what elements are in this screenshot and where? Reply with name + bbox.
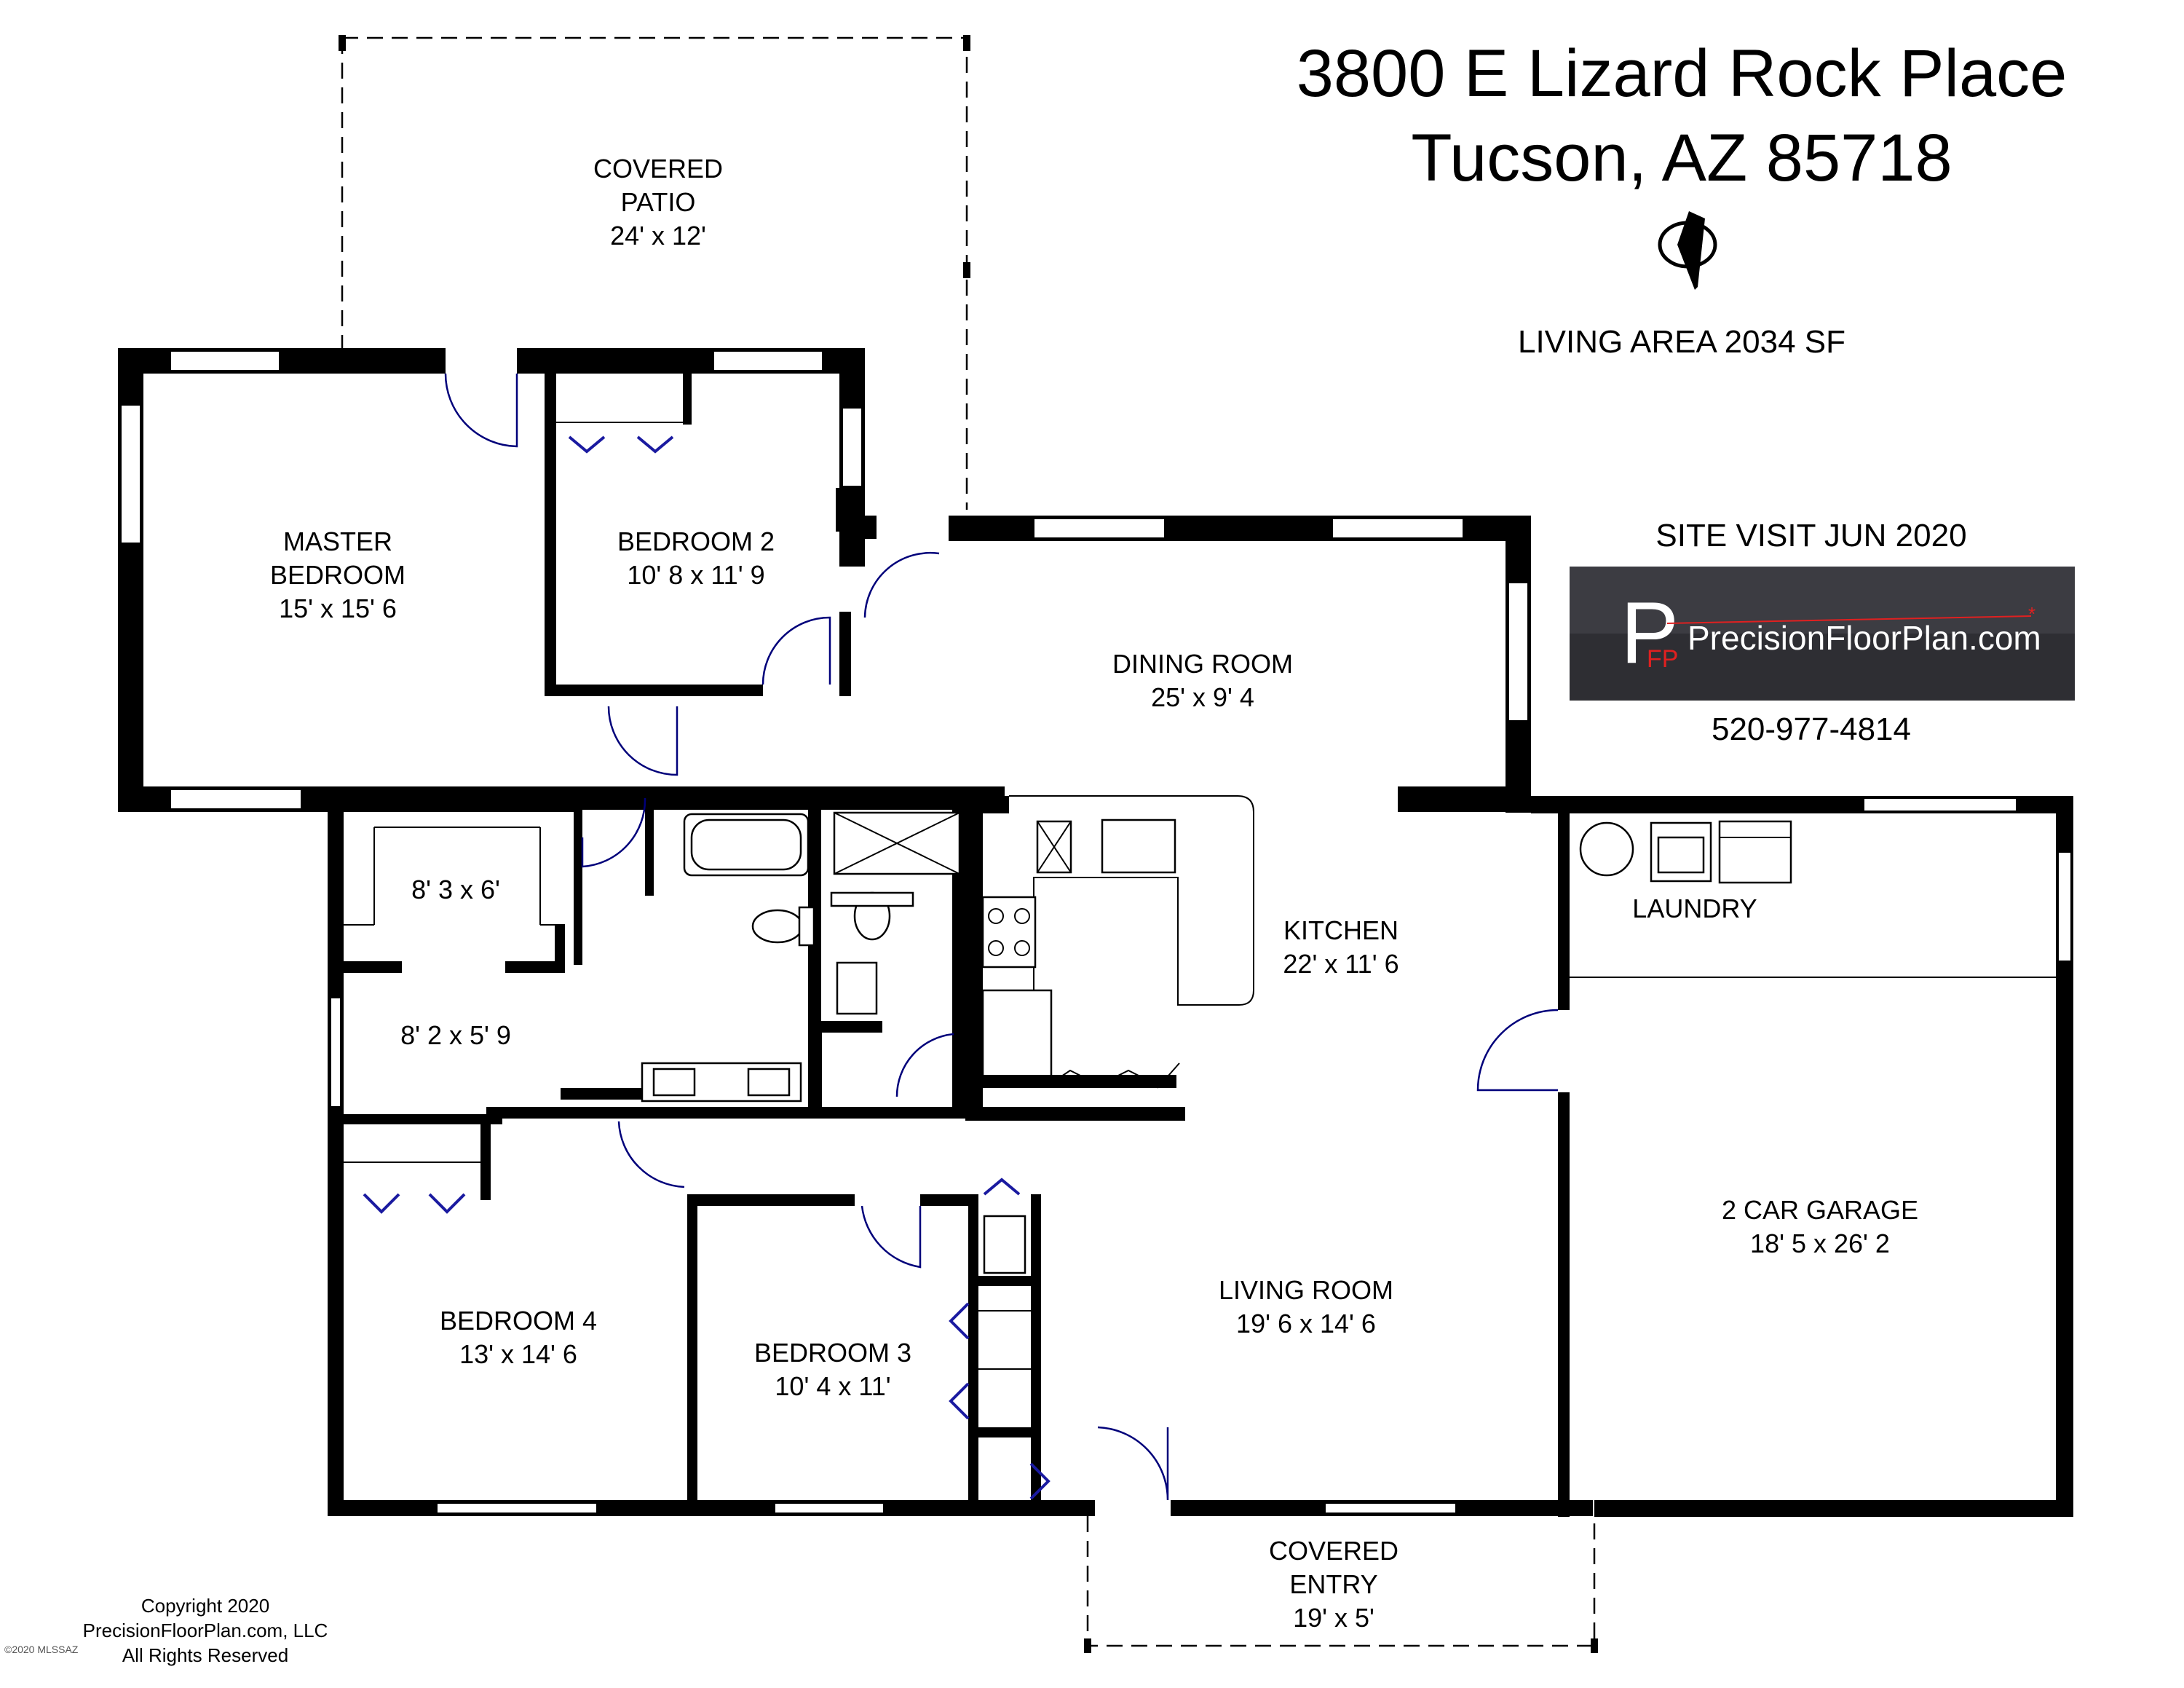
- bath-dims: 8' 2 x 5' 9: [400, 1020, 511, 1050]
- master-label-line1: MASTER: [283, 526, 392, 556]
- living-walls: [1077, 1500, 1598, 1653]
- copyright-line1: Copyright 2020: [141, 1595, 269, 1617]
- copyright-line2: PrecisionFloorPlan.com, LLC: [83, 1620, 328, 1641]
- north-arrow-icon: [1658, 211, 1717, 290]
- site-visit-label: SITE VISIT JUN 2020: [1655, 518, 1966, 553]
- kitchen-cabinets: [965, 795, 1254, 1121]
- garage-dims: 18' 5 x 26' 2: [1750, 1228, 1890, 1258]
- bedroom-2-dims: 10' 8 x 11' 9: [627, 560, 764, 590]
- laundry-appliances: [1579, 820, 1792, 884]
- closet-bifold-marks: [363, 435, 1051, 1500]
- address-line-1: 3800 E Lizard Rock Place: [1297, 36, 2068, 111]
- kitchen-dims: 22' x 11' 6: [1283, 949, 1398, 979]
- patio-dims: 24' x 12': [610, 221, 706, 251]
- garage-label: 2 CAR GARAGE: [1722, 1195, 1918, 1225]
- company-logo: P FP PrecisionFloorPlan.com *: [1570, 567, 2075, 701]
- living-area-label: LIVING AREA 2034 SF: [1518, 324, 1845, 360]
- logo-small-letters: FP: [1647, 645, 1678, 673]
- laundry-label: LAUNDRY: [1632, 894, 1757, 923]
- lower-bedroom-walls: [328, 1114, 1085, 1516]
- mls-watermark: ©2020 MLSSAZ: [4, 1644, 79, 1655]
- master-label-line2: BEDROOM: [270, 560, 405, 590]
- patio-label-line1: COVERED: [593, 154, 723, 184]
- dining-label: DINING ROOM: [1112, 649, 1293, 679]
- kitchen-label: KITCHEN: [1283, 915, 1398, 945]
- bedroom-3-label: BEDROOM 3: [754, 1338, 911, 1368]
- covered-patio-outline: [339, 35, 970, 510]
- logo-letter: P: [1621, 584, 1679, 682]
- garage-walls: [1531, 796, 2073, 1517]
- copyright-line3: All Rights Reserved: [122, 1644, 288, 1666]
- entry-label-line1: COVERED: [1269, 1536, 1398, 1566]
- logo-text: PrecisionFloorPlan.com: [1688, 619, 2041, 657]
- svg-text:*: *: [2028, 603, 2035, 625]
- bedroom-2-walls: [545, 348, 865, 696]
- living-room-label: LIVING ROOM: [1219, 1275, 1393, 1305]
- bedroom-3-dims: 10' 4 x 11': [775, 1371, 890, 1401]
- closet-dims: 8' 3 x 6': [411, 875, 500, 904]
- master-dims: 15' x 15' 6: [279, 593, 397, 623]
- address-line-2: Tucson, AZ 85718: [1411, 121, 1952, 195]
- dining-dims: 25' x 9' 4: [1151, 682, 1254, 712]
- bedroom-2-label: BEDROOM 2: [617, 526, 775, 556]
- door-swings: [444, 373, 1559, 1501]
- entry-dims: 19' x 5': [1293, 1603, 1374, 1633]
- patio-label-line2: PATIO: [621, 187, 696, 217]
- bedroom-4-label: BEDROOM 4: [440, 1306, 597, 1336]
- living-room-dims: 19' 6 x 14' 6: [1236, 1309, 1376, 1338]
- dining-walls: [865, 516, 1531, 813]
- bedroom-4-dims: 13' x 14' 6: [459, 1339, 577, 1369]
- bath-fixtures: [641, 811, 961, 1103]
- entry-label-line2: ENTRY: [1289, 1569, 1377, 1599]
- phone-number: 520-977-4814: [1712, 711, 1911, 747]
